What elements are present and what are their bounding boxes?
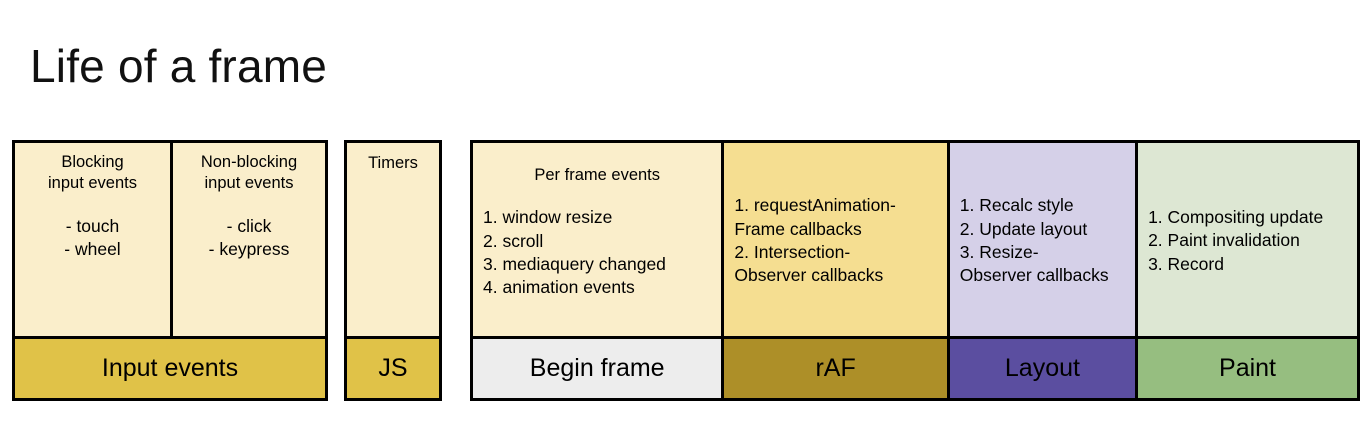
list-item: 3. mediaquery changed <box>483 253 666 274</box>
column-layout: 1. Recalc style 2. Update layout 3. Resi… <box>946 143 1136 398</box>
per-frame-events-list: 1. window resize 2. scroll 3. mediaquery… <box>483 206 711 299</box>
list-item: - click <box>226 215 272 236</box>
list-item: 1. requestAnimation- <box>734 195 896 216</box>
paint-list: 1. Compositing update 2. Paint invalidat… <box>1148 206 1347 276</box>
begin-frame-body: Per frame events 1. window resize 2. scr… <box>473 143 721 336</box>
non-blocking-bullet-list: - click - keypress <box>183 215 315 262</box>
js-group: Timers JS <box>344 140 442 401</box>
column-begin-frame: Per frame events 1. window resize 2. scr… <box>473 143 722 398</box>
list-item: 2. Paint invalidation <box>1148 230 1300 251</box>
column-timers: Timers JS <box>347 143 439 398</box>
blocking-bullet-list: - touch - wheel <box>25 215 160 262</box>
list-item: 1. Recalc style <box>959 195 1074 216</box>
column-paint: 1. Compositing update 2. Paint invalidat… <box>1135 143 1357 398</box>
list-item: Frame callbacks <box>734 218 862 239</box>
raf-footer-label: rAF <box>724 336 947 398</box>
js-footer-label: JS <box>347 336 439 398</box>
input-events-footer-label: Input events <box>15 336 325 398</box>
non-blocking-heading-line-2: input events <box>204 174 294 193</box>
list-item: 1. Compositing update <box>1148 207 1324 228</box>
per-frame-events-heading: Per frame events <box>534 166 661 184</box>
frame-pipeline-group: Per frame events 1. window resize 2. scr… <box>470 140 1360 401</box>
list-item: 3. Record <box>1148 253 1224 274</box>
timers-body: Timers <box>347 143 439 336</box>
list-item: 3. Resize- <box>959 242 1039 262</box>
list-item: - touch <box>65 215 120 236</box>
timers-heading: Timers <box>368 154 418 172</box>
blocking-heading-line-1: Blocking <box>61 153 124 171</box>
paint-footer-label: Paint <box>1138 336 1357 398</box>
list-item: 2. scroll <box>483 230 544 251</box>
layout-list: 1. Recalc style 2. Update layout 3. Resi… <box>960 194 1125 287</box>
non-blocking-input-events-body: Non-blocking input events - click - keyp… <box>173 143 325 398</box>
page-title: Life of a frame <box>30 39 328 92</box>
non-blocking-heading-line-1: Non-blocking <box>200 153 298 171</box>
list-item: 2. Intersection- <box>734 242 851 262</box>
list-item: - wheel <box>64 239 121 260</box>
list-item: 4. animation events <box>483 277 635 298</box>
list-item: 1. window resize <box>483 207 613 228</box>
input-events-group: Blocking input events - touch - wheel No… <box>12 140 328 401</box>
list-item: Observer callbacks <box>734 265 884 286</box>
list-item: Observer callbacks <box>959 265 1109 286</box>
column-raf: 1. requestAnimation- Frame callbacks 2. … <box>721 143 947 398</box>
layout-footer-label: Layout <box>949 336 1136 398</box>
layout-body: 1. Recalc style 2. Update layout 3. Resi… <box>950 143 1135 336</box>
paint-body: 1. Compositing update 2. Paint invalidat… <box>1138 143 1357 336</box>
raf-body: 1. requestAnimation- Frame callbacks 2. … <box>724 143 946 336</box>
list-item: 2. Update layout <box>959 218 1088 239</box>
blocking-heading-line-2: input events <box>48 174 137 193</box>
list-item: - keypress <box>208 239 290 260</box>
begin-frame-footer-label: Begin frame <box>473 336 722 398</box>
blocking-input-events-body: Blocking input events - touch - wheel <box>15 143 170 398</box>
raf-list: 1. requestAnimation- Frame callbacks 2. … <box>734 194 936 287</box>
